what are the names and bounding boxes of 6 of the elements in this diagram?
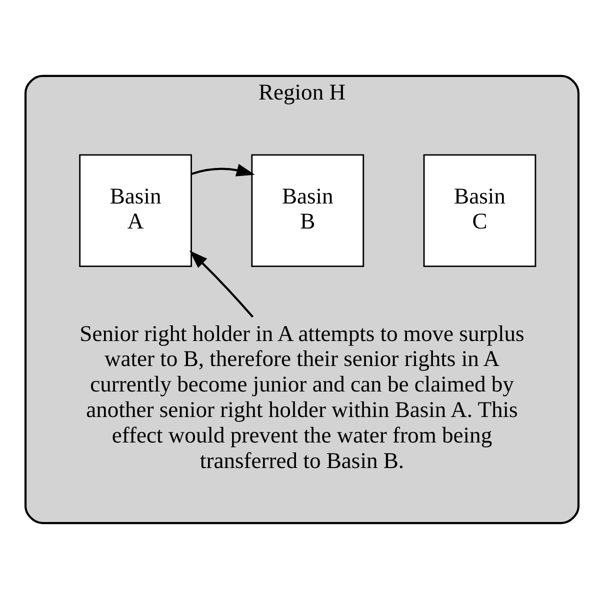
arrow <box>189 250 254 318</box>
arrow <box>191 164 255 176</box>
node-box: Basin C <box>423 154 536 268</box>
node-text: Senior right holder in A attempts to move surplus water to B, therefore their senior rights in A currently become junior and can be claimed by another senior right holder within Basin A. This effect would prevent the water from being transferred to Basin B. <box>80 320 524 473</box>
node-box: Basin A <box>79 154 192 268</box>
node-box: Basin B <box>251 154 364 268</box>
